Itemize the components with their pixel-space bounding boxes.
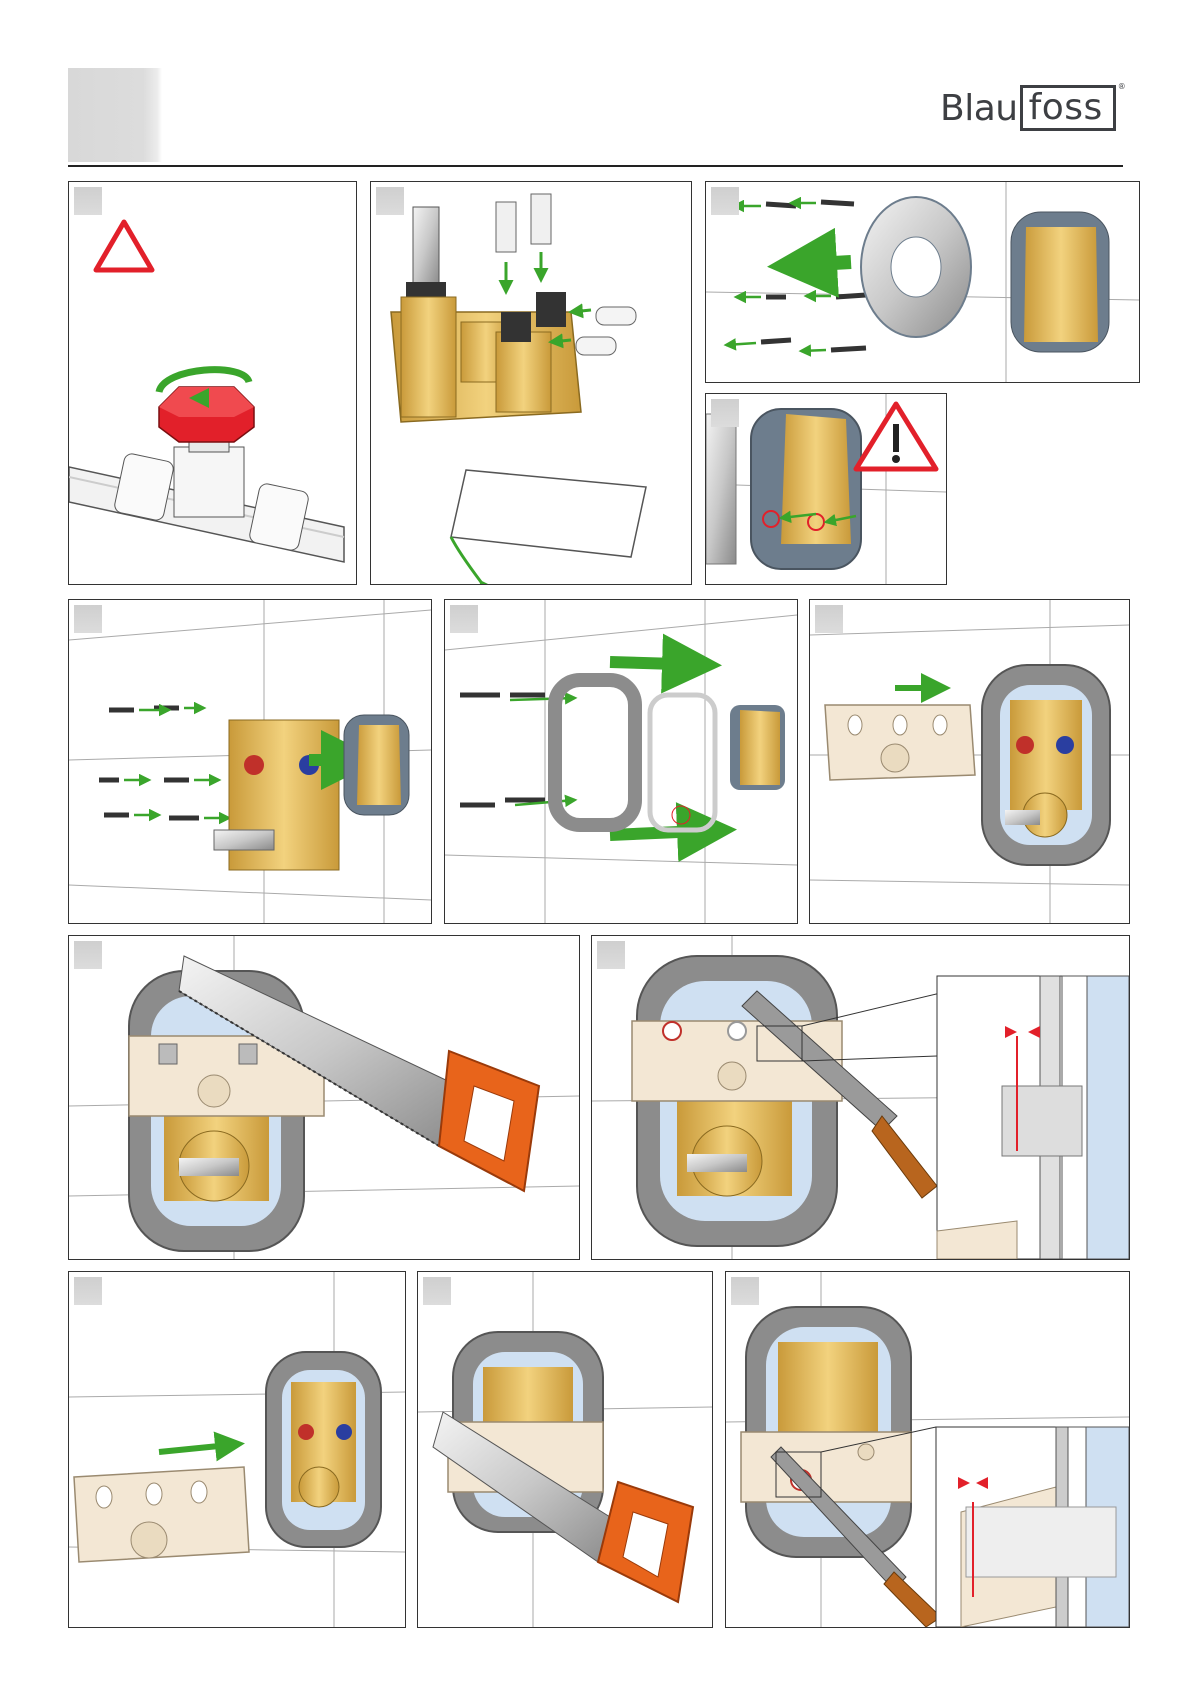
step-panel-12: [725, 1271, 1130, 1628]
step-panel-1: [68, 181, 357, 585]
mount-frame-icon: [445, 600, 797, 923]
step-number-box: [74, 1277, 102, 1305]
step-number-box: [731, 1277, 759, 1305]
step-panel-2: [370, 181, 692, 585]
header-placeholder-box: [68, 68, 162, 162]
file-edge-icon: [592, 936, 1129, 1259]
step-number-box: [711, 187, 739, 215]
step-number-box: [450, 605, 478, 633]
header-rule: [68, 165, 1123, 167]
saw-cut-icon: [69, 936, 579, 1259]
step-panel-8: [68, 935, 580, 1260]
step-number-box: [815, 605, 843, 633]
step-number-box: [74, 941, 102, 969]
step-number-box: [74, 605, 102, 633]
brand-logo: Blau foss ®: [940, 84, 1126, 132]
step-panel-11: [417, 1271, 713, 1628]
step-number-box: [597, 941, 625, 969]
step-panel-10: [68, 1271, 406, 1628]
step-panel-6: [444, 599, 798, 924]
step-number-box: [423, 1277, 451, 1305]
step-number-box: [711, 399, 739, 427]
mount-valve-icon: [69, 600, 431, 923]
step-number-box: [74, 187, 102, 215]
step-panel-7: [809, 599, 1130, 924]
file-edge-icon: [726, 1272, 1129, 1627]
brand-name-part2: foss: [1020, 85, 1116, 131]
attach-template-icon: [810, 600, 1129, 923]
step-panel-4: [705, 393, 947, 585]
step-panel-3: [705, 181, 1140, 383]
check-seals-icon: [706, 394, 946, 584]
step-panel-9: [591, 935, 1130, 1260]
brand-registered-mark: ®: [1118, 82, 1126, 91]
shut-off-valve-icon: [69, 182, 356, 584]
remove-screws-icon: [706, 182, 1139, 382]
step-number-box: [376, 187, 404, 215]
saw-cut-icon: [418, 1272, 712, 1627]
step-panel-5: [68, 599, 432, 924]
attach-template-icon: [69, 1272, 405, 1627]
valve-body-exploded-icon: [371, 182, 691, 584]
brand-name-part1: Blau: [940, 88, 1020, 129]
